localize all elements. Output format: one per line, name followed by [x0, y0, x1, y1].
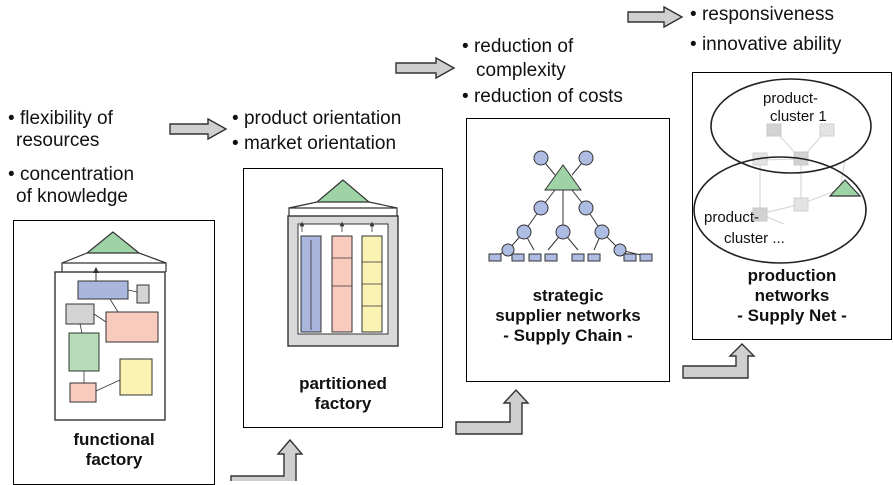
arrow-bent-3 — [682, 343, 756, 379]
supplier-networks-caption: strategic supplier networks - Supply Cha… — [495, 286, 641, 345]
stage1-bullet-1: • flexibility of — [8, 108, 113, 129]
product-cluster-2-ellipse — [693, 156, 867, 264]
stage2-bullet-2: • market orientation — [232, 133, 397, 154]
stage4-bullet-2: • innovative ability — [690, 34, 842, 55]
arrow-bent-1 — [230, 438, 304, 481]
cluster-2-label-line2: cluster ... — [724, 230, 785, 247]
production-networks-caption: production networks - Supply Net - — [737, 266, 847, 325]
stage1-bullet-1-cont: resources — [16, 130, 100, 151]
stage1-bullet-2-cont: of knowledge — [16, 186, 128, 207]
arrow-right-2 — [395, 56, 456, 80]
stage3-bullet-1: • reduction of — [462, 36, 574, 57]
partitioned-factory-icon — [287, 179, 399, 347]
cluster-1-label-line1: product- — [763, 90, 818, 107]
arrow-bent-2 — [455, 388, 530, 435]
stage1-bullet-2: • concentration — [8, 164, 135, 185]
arrow-right-1 — [169, 117, 228, 141]
stage3-bullet-1-cont: complexity — [476, 60, 566, 81]
partitioned-factory-caption: partitioned factory — [299, 374, 387, 413]
production-networks-box — [692, 72, 892, 340]
production-network-icon: product- cluster 1 product- cluster ... — [693, 78, 872, 264]
arrow-right-3 — [627, 5, 684, 29]
supplier-networks-box — [466, 118, 670, 382]
supplier-network-icon — [488, 150, 653, 262]
functional-factory-caption: functional factory — [73, 430, 155, 469]
stage2-bullet-1: • product orientation — [232, 108, 402, 129]
functional-factory-icon — [54, 231, 167, 421]
product-cluster-1-ellipse — [710, 78, 872, 174]
cluster-2-label-line1: product- — [704, 209, 759, 226]
stage4-bullet-1: • responsiveness — [690, 4, 834, 25]
cluster-1-label-line2: cluster 1 — [770, 108, 827, 125]
stage3-bullet-2: • reduction of costs — [462, 86, 623, 107]
